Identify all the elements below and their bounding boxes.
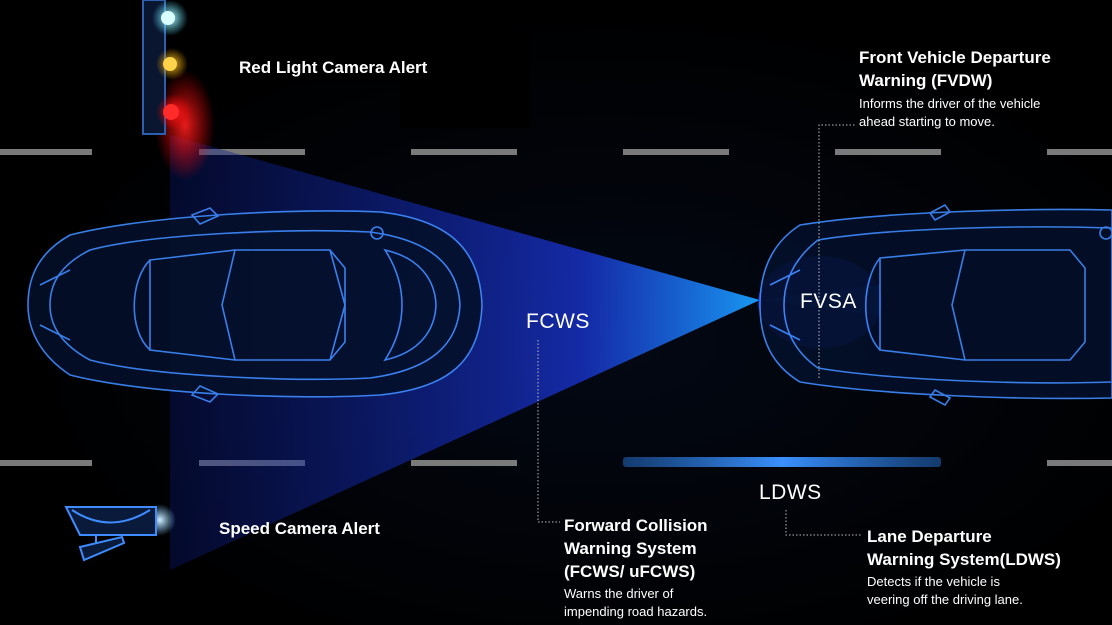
speed-camera-alert-label: Speed Camera Alert: [219, 519, 380, 538]
fcws-tag: FCWS: [526, 310, 590, 333]
ldws-description: Detects if the vehicle is veering off th…: [867, 574, 1023, 607]
leader-lines: [537, 124, 862, 536]
fcws-callout: Forward Collision Warning System (FCWS/ …: [564, 514, 764, 621]
red-light-camera-alert-label: Red Light Camera Alert: [239, 58, 428, 77]
right-car: [759, 203, 1112, 407]
ldws-title: Lane Departure Warning System(LDWS): [867, 527, 1061, 569]
label-panel: [400, 32, 530, 128]
red-light-label-panel: [234, 32, 414, 82]
ldws-callout: Lane Departure Warning System(LDWS) Dete…: [867, 525, 1107, 609]
fcws-description: Warns the driver of impending road hazar…: [564, 586, 708, 619]
ldws-lane-glow: [623, 457, 941, 467]
fcws-title: Forward Collision Warning System (FCWS/ …: [564, 516, 708, 581]
traffic-light-icon: [142, 0, 215, 180]
fvsa-tag: FVSA: [800, 290, 857, 313]
fvdw-title: Front Vehicle Departure Warning (FVDW): [859, 48, 1051, 90]
lane-markings-bottom: [0, 460, 1112, 466]
fvdw-description: Informs the driver of the vehicle ahead …: [859, 96, 1041, 129]
speed-camera-icon: [64, 504, 176, 562]
lane-markings-top: [0, 149, 1112, 155]
left-car: [27, 207, 483, 403]
ldws-tag: LDWS: [759, 481, 822, 504]
fvdw-callout: Front Vehicle Departure Warning (FVDW) I…: [859, 46, 1099, 131]
